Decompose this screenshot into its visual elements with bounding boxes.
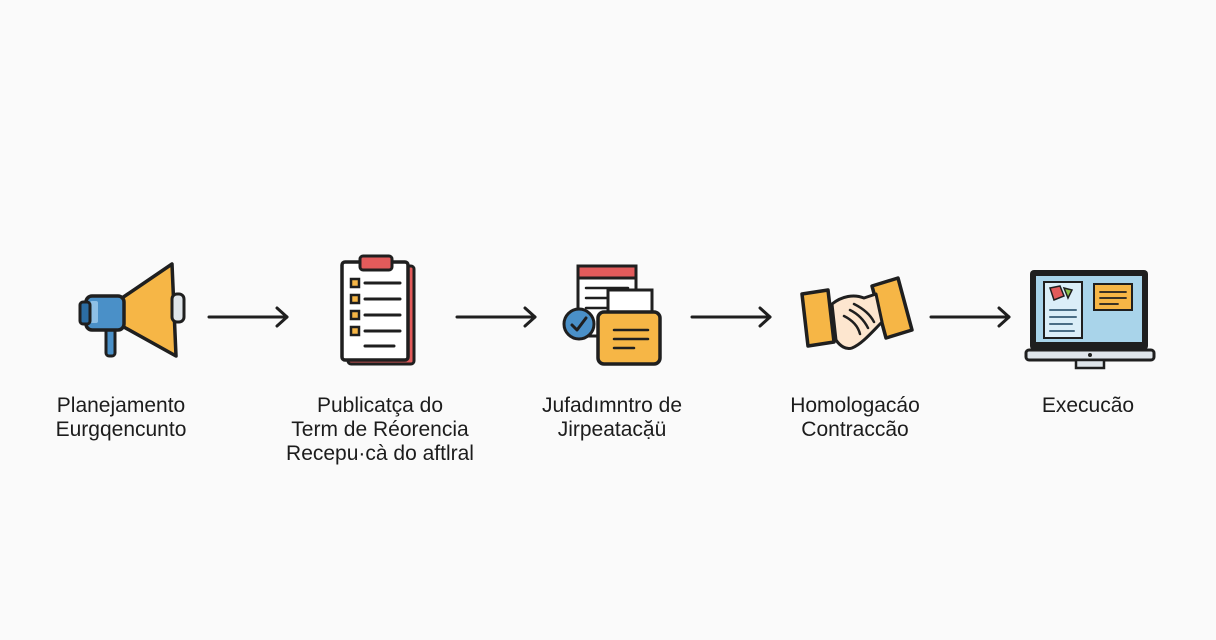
documents-check-icon bbox=[562, 264, 662, 366]
stage-label-line: Planejamento bbox=[56, 394, 186, 417]
arrow-3 bbox=[690, 306, 772, 328]
handshake-icon bbox=[800, 276, 914, 350]
stage-label-line: Recepu·cà do aftlral bbox=[286, 442, 474, 465]
stage-label-line: Execucão bbox=[1041, 394, 1135, 417]
arrow-1 bbox=[207, 306, 289, 328]
stage-label-julgamento: Jufadımntro de Jirpeatacặü bbox=[514, 394, 710, 442]
stage-label-line: Jufadımntro de bbox=[541, 394, 683, 417]
clipboard-checklist-icon bbox=[340, 254, 416, 366]
stage-label-line: Homologacáo bbox=[790, 394, 920, 417]
stage-label-execucao: Execucão bbox=[1008, 394, 1168, 418]
arrow-2 bbox=[455, 306, 537, 328]
laptop-icon bbox=[1024, 270, 1156, 370]
arrow-4 bbox=[929, 306, 1011, 328]
stage-label-line: Eurgqencunto bbox=[55, 418, 187, 441]
stage-label-line: Publicatça do bbox=[316, 394, 444, 417]
megaphone-icon bbox=[78, 262, 186, 358]
stage-label-line: Term de Réorencia bbox=[291, 418, 469, 441]
stage-label-homologacao: Homologacáo Contraccão bbox=[764, 394, 946, 442]
stage-label-planejamento: Planejamento Eurgqencunto bbox=[34, 394, 208, 442]
stage-label-line: Contraccão bbox=[801, 418, 909, 441]
stage-label-line: Jirpeatacặü bbox=[557, 418, 667, 441]
stage-label-publicacao: Publicatça do Term de Réorencia Recepu·c… bbox=[270, 394, 490, 466]
